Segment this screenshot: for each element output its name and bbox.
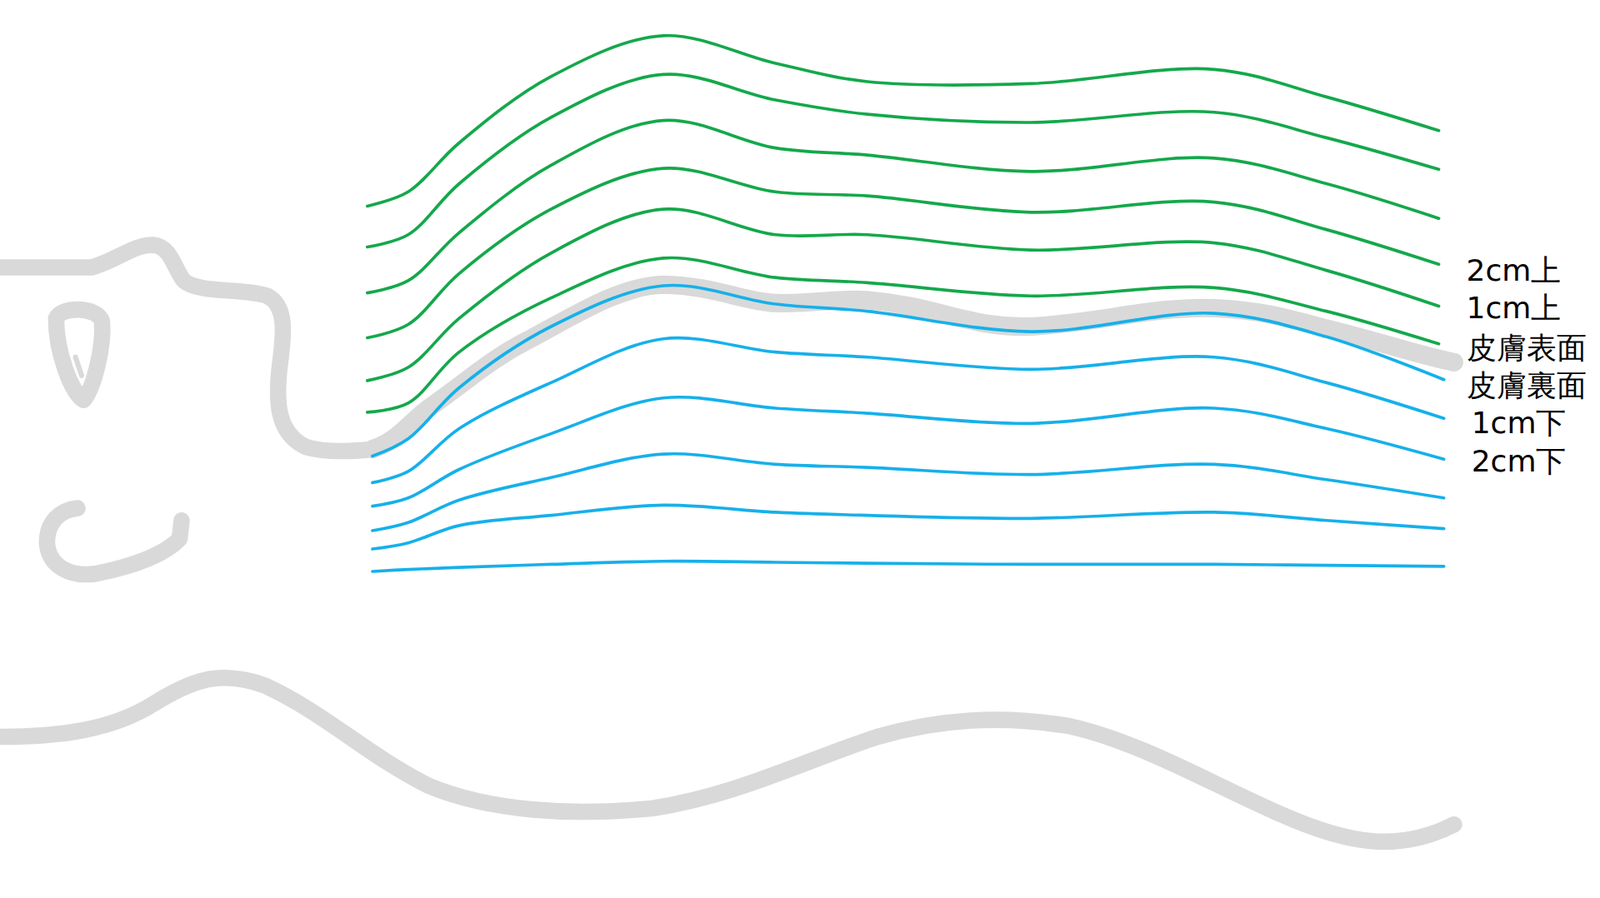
depth-label: 2cm上 [1466,253,1562,288]
body-contour [0,678,1455,843]
contour-above [367,168,1440,339]
depth-label: 1cm上 [1466,290,1562,325]
face-outline [0,245,376,451]
depth-label: 皮膚裏面 [1466,368,1587,403]
contour-above [367,257,1440,412]
eye-mark [75,357,82,376]
contour-below [372,338,1445,484]
depth-label: 2cm下 [1471,444,1567,479]
mouth-shape [46,508,182,575]
contour-below [372,561,1445,572]
eye-shape [55,310,102,401]
skin-band [372,285,1455,450]
contour-below [372,505,1445,550]
contour-below [372,397,1445,507]
contour-below [372,454,1445,531]
depth-label: 1cm下 [1471,406,1567,441]
depth-label: 皮膚表面 [1466,330,1587,365]
contour-above [367,209,1440,381]
